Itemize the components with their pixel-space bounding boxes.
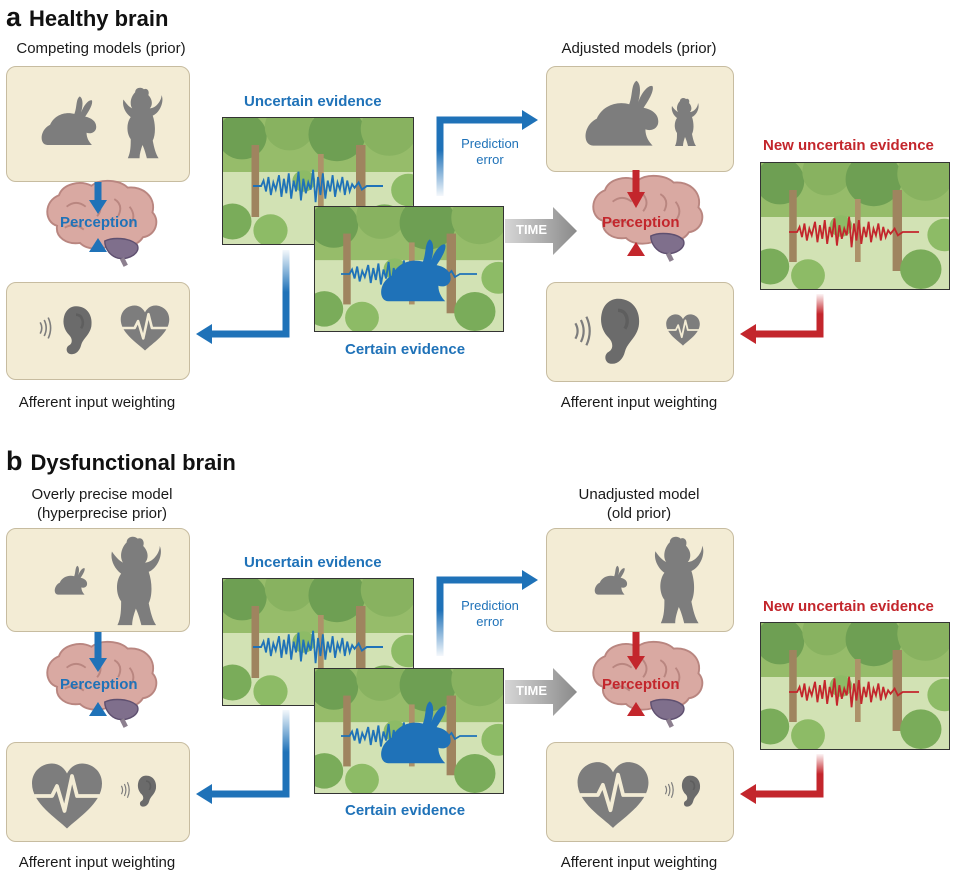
perception-label-right-b: Perception [602, 676, 680, 693]
afferent-box-right-b [546, 742, 734, 842]
signal-waveform [789, 215, 919, 249]
sound-waves-icon [119, 779, 131, 801]
afferent-box-left-a [6, 282, 190, 380]
afferent-caption-left-a: Afferent input weighting [18, 394, 176, 411]
prior-box-left-a [6, 66, 190, 182]
signal-waveform [789, 675, 919, 709]
prior-box-left-b [6, 528, 190, 632]
overly-precise-caption-1: Overly precise model [31, 486, 173, 503]
panel-b-heading: b Dysfunctional brain [6, 446, 236, 477]
unadjusted-caption-1: Unadjusted model [578, 486, 700, 503]
perception-label-right-a: Perception [602, 214, 680, 231]
forest-scene-new-b [760, 622, 950, 750]
ear-icon [135, 773, 157, 809]
ear-icon [59, 303, 93, 357]
panel-b-title: Dysfunctional brain [30, 450, 236, 475]
heart-ecg-icon [29, 761, 105, 831]
new-uncertain-evidence-label-b: New uncertain evidence [763, 598, 934, 615]
rabbit-icon [373, 699, 459, 769]
signal-waveform [253, 629, 383, 665]
panel-b-letter: b [6, 446, 23, 476]
adjusted-models-caption: Adjusted models (prior) [561, 40, 717, 57]
panel-a-letter: a [6, 2, 22, 32]
perception-label-left-a: Perception [60, 214, 138, 231]
sound-waves-icon [663, 779, 675, 801]
heart-ecg-icon [665, 313, 701, 347]
afferent-caption-right-a: Afferent input weighting [560, 394, 718, 411]
ear-icon [595, 295, 641, 367]
bear-icon [103, 535, 165, 627]
afferent-box-left-b [6, 742, 190, 842]
perception-label-left-b: Perception [60, 676, 138, 693]
uncertain-evidence-label-b: Uncertain evidence [244, 554, 382, 571]
rabbit-icon [591, 565, 631, 597]
time-label-b: TIME [516, 683, 548, 698]
bear-icon [119, 85, 163, 161]
prior-box-right-a [546, 66, 734, 172]
prior-box-right-b [546, 528, 734, 632]
certain-evidence-label-b: Certain evidence [345, 802, 466, 819]
bear-icon [669, 97, 699, 147]
overly-precise-caption-2: (hyperprecise prior) [36, 505, 168, 522]
forest-scene-new-a [760, 162, 950, 290]
arrow-evidence-to-afferent-b [206, 710, 290, 798]
time-arrow-icon [505, 207, 577, 255]
time-arrow-icon [505, 668, 577, 716]
prediction-error-label-b: Prediction error [461, 598, 519, 629]
uncertain-evidence-label-a: Uncertain evidence [244, 93, 382, 110]
arrow-new-evidence-to-afferent-b [752, 754, 824, 798]
bear-icon [647, 535, 707, 625]
heart-ecg-icon [575, 759, 651, 831]
panel-a-heading: a Healthy brain [6, 2, 168, 33]
sound-waves-icon [37, 313, 53, 343]
forest-scene-certain-b [314, 668, 504, 794]
certain-evidence-label-a: Certain evidence [345, 341, 466, 358]
forest-scene-certain-a [314, 206, 504, 332]
ear-icon [679, 773, 701, 809]
arrow-evidence-to-afferent-a [206, 250, 290, 338]
prediction-error-label-a: Prediction error [461, 136, 519, 167]
afferent-box-right-a [546, 282, 734, 382]
rabbit-icon [577, 77, 667, 153]
panel-a-title: Healthy brain [29, 6, 169, 31]
competing-models-caption: Competing models (prior) [16, 40, 186, 57]
time-label-a: TIME [516, 222, 548, 237]
sound-waves-icon [571, 311, 593, 351]
rabbit-icon [373, 237, 459, 307]
new-uncertain-evidence-label-a: New uncertain evidence [763, 137, 934, 154]
arrow-new-evidence-to-afferent-a [752, 294, 824, 338]
rabbit-icon [35, 95, 103, 149]
afferent-caption-right-b: Afferent input weighting [560, 854, 718, 871]
rabbit-icon [51, 565, 91, 597]
heart-ecg-icon [119, 303, 171, 353]
signal-waveform [253, 168, 383, 204]
afferent-caption-left-b: Afferent input weighting [18, 854, 176, 871]
unadjusted-caption-2: (old prior) [606, 505, 672, 522]
